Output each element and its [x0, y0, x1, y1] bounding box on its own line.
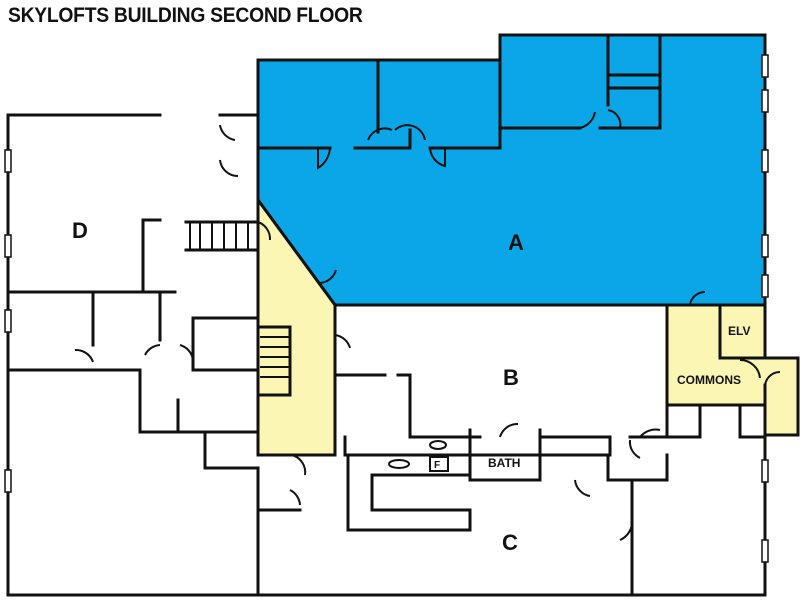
commons-label: COMMONS: [677, 373, 741, 387]
sink-icon: [388, 459, 410, 469]
space-b-label: B: [503, 365, 519, 390]
bath-fixtures: [388, 440, 449, 472]
windows: [4, 54, 769, 563]
bath-label: BATH: [488, 456, 520, 470]
stairs: [189, 222, 292, 397]
space-d-walls: [91, 113, 302, 597]
fixture-f-label: F: [434, 460, 440, 471]
fixture-f-box: [429, 456, 449, 472]
space-a-area[interactable]: [256, 33, 767, 307]
door-swings: [74, 109, 781, 541]
space-a-label: A: [508, 230, 524, 255]
space-d-label: D: [72, 218, 88, 243]
sink-icon-2: [429, 440, 447, 450]
elevator-label: ELV: [728, 324, 750, 338]
plan-title: SKYLOFTS BUILDING SECOND FLOOR: [8, 4, 363, 27]
space-c-label: C: [502, 530, 518, 555]
space-b-c-walls: [333, 303, 767, 597]
